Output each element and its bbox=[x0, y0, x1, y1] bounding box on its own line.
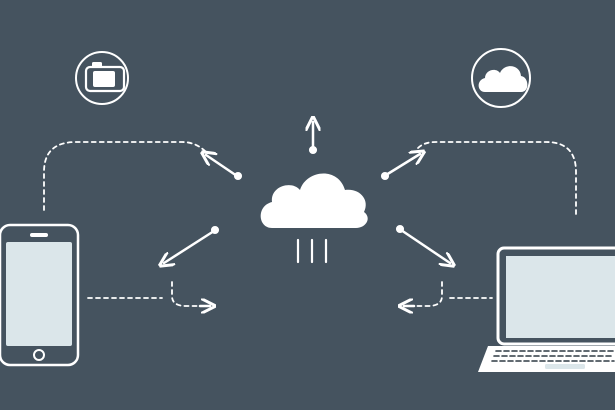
arrow-lower-right bbox=[395, 224, 450, 263]
dashed-connector-right-top bbox=[417, 141, 577, 215]
camera-icon bbox=[75, 51, 129, 105]
smartphone-icon bbox=[0, 223, 80, 367]
arrow-lower-left-return bbox=[171, 281, 210, 306]
arrow-up bbox=[310, 122, 316, 155]
cloud-badge-icon bbox=[471, 48, 531, 108]
arrow-upper-right bbox=[380, 154, 420, 181]
arrow-lower-right-return bbox=[404, 281, 443, 306]
laptop-icon bbox=[478, 246, 615, 372]
dashed-connector-left-top bbox=[43, 141, 207, 211]
keyboard bbox=[491, 350, 615, 362]
arrow-lower-left bbox=[164, 225, 220, 263]
arrow-upper-left bbox=[206, 155, 243, 181]
cloud-icon bbox=[260, 173, 368, 228]
rain-marks bbox=[296, 238, 328, 264]
